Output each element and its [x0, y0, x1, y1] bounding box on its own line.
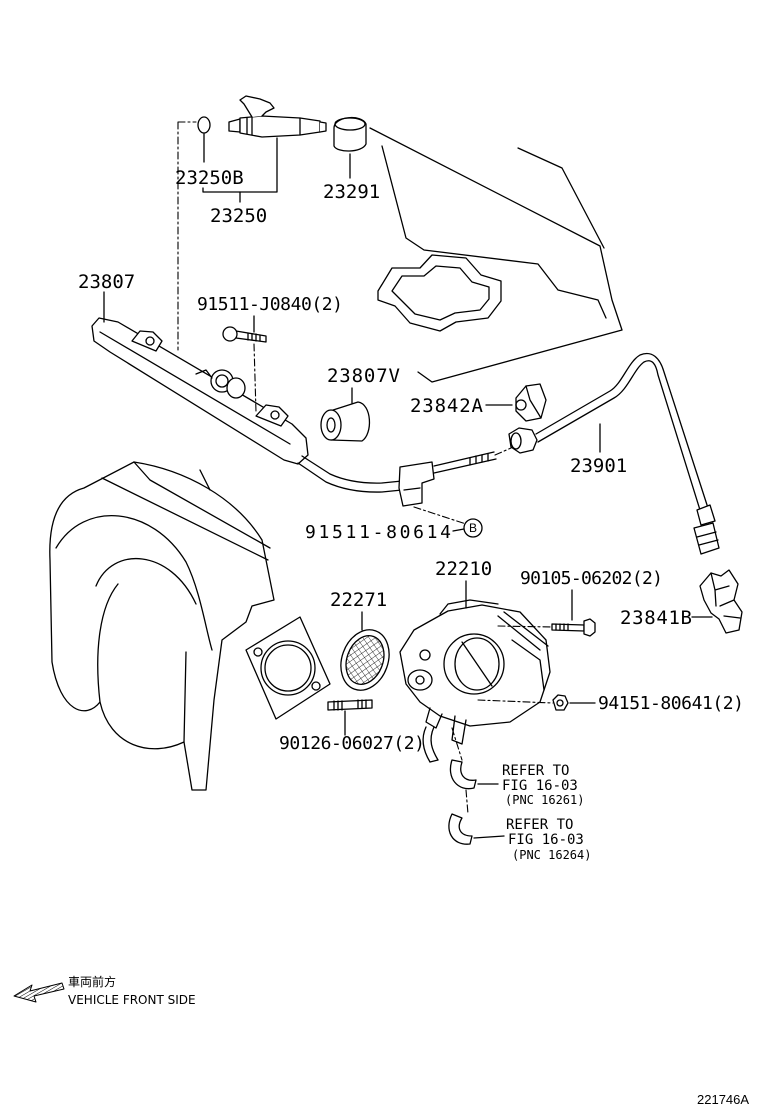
- cylinder-head-cover: [369, 127, 623, 383]
- reference-note-1-fig: FIG 16-03: [502, 778, 578, 794]
- part-label-23807: 23807: [78, 271, 135, 293]
- part-label-91511-80614: 91511-80614: [305, 522, 451, 543]
- vacuum-hose-16264: [448, 813, 473, 845]
- reference-note-1-pnc: (PNC 16261): [505, 793, 584, 807]
- reference-note-2-fig: FIG 16-03: [508, 832, 584, 848]
- fuel-pipe-clamp-23842a: [515, 383, 547, 422]
- reference-note-2-refer: REFER TO: [506, 817, 573, 833]
- part-label-22271: 22271: [330, 589, 387, 611]
- part-label-23291: 23291: [323, 181, 380, 203]
- fuel-pipe-23901: [508, 352, 720, 555]
- leader-lines: [103, 133, 713, 839]
- throttle-body-gasket: [340, 629, 390, 691]
- part-label-23841b: 23841B: [620, 607, 692, 629]
- stud-bolt: [327, 699, 373, 711]
- part-label-23807v: 23807V: [327, 365, 400, 387]
- reference-note-1-refer: REFER TO: [502, 763, 569, 779]
- fuel-pipe-rail-side: [297, 451, 497, 507]
- vacuum-hose-16261: [449, 759, 477, 790]
- injector-grommet: [333, 117, 367, 152]
- reference-note-2-pnc: (PNC 16264): [512, 848, 591, 862]
- figure-id: 221746A: [697, 1092, 749, 1107]
- throttle-body-mounting-flange: [245, 616, 331, 720]
- fuel-pipe-clamp-23841b: [699, 569, 743, 634]
- orientation-note-jp: 車両前方: [68, 974, 116, 989]
- reference-mark-b: [463, 518, 483, 538]
- part-label-91511-j0840: 91511-J0840(2): [197, 294, 343, 315]
- fuel-injector: [228, 95, 327, 138]
- part-label-23901: 23901: [570, 455, 627, 477]
- throttle-body-nut: [552, 694, 569, 711]
- part-label-90126-06027: 90126-06027(2): [279, 733, 425, 754]
- part-label-94151-80641: 94151-80641(2): [598, 693, 744, 714]
- part-label-23842a: 23842A: [410, 395, 484, 417]
- throttle-body-bolt: [551, 618, 596, 637]
- delivery-pipe-bolt: [222, 326, 267, 343]
- orientation-note-en: VEHICLE FRONT SIDE: [68, 993, 196, 1007]
- reference-mark-b-label: B: [469, 521, 477, 535]
- part-label-90105-06202: 90105-06202(2): [520, 568, 663, 589]
- phantom-lines: [177, 121, 554, 815]
- part-label-23250b: 23250B: [175, 167, 244, 189]
- vacuum-hose-upper: [422, 726, 439, 763]
- injector-o-ring: [197, 116, 211, 134]
- front-arrow-icon: [13, 982, 65, 1003]
- part-label-22210: 22210: [435, 558, 492, 580]
- throttle-body: [399, 599, 551, 745]
- injector-insulator: [320, 401, 371, 442]
- part-label-23250: 23250: [210, 205, 267, 227]
- intake-manifold: [49, 461, 275, 791]
- fuel-delivery-pipe: [91, 317, 309, 465]
